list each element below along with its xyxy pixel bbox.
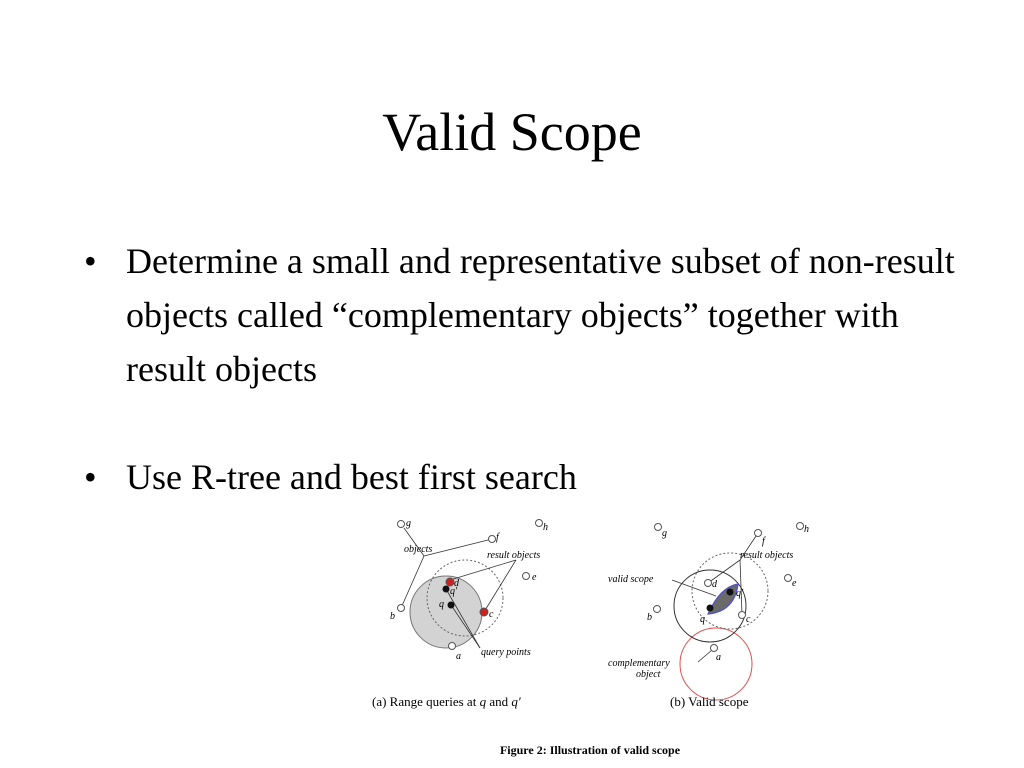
label-object: object [636,669,661,680]
bullet-item: • Determine a small and representative s… [84,234,964,396]
object-point-a [448,642,456,650]
label-result-objects: result objects [740,550,793,561]
query-point-q-prime [726,588,734,596]
object-point-e [522,572,530,580]
object-point-h [535,519,543,527]
label-f: f [496,532,500,543]
panel-a-caption: (a) Range queries at q and q′ [372,694,521,709]
leader-line [671,579,717,597]
object-point-g [397,520,405,528]
object-point-b [653,605,661,613]
bullet-text: Use R-tree and best first search [126,457,577,497]
label-q: q [700,614,705,625]
query-point-q [447,601,455,609]
range-circle-q-prime [691,552,769,630]
panel-a: g h f e b a d c q′ q objects result obje… [390,518,548,662]
panel-b-caption: (b) Valid scope [670,694,749,709]
label-result-objects: result objects [487,550,540,561]
object-point-h [796,522,804,530]
leader-line [739,532,759,561]
bullet-text: Determine a small and representative sub… [126,241,955,389]
leader-line [707,559,741,584]
leader-line [483,559,517,613]
leader-line [739,559,743,615]
complementary-circle [679,627,753,701]
label-query-points: query points [481,647,531,658]
label-g: g [662,528,667,539]
object-point-a [710,644,718,652]
label-a: a [716,652,721,663]
leader-line [403,527,425,557]
bullet-list: • Determine a small and representative s… [84,234,964,504]
label-h: h [543,522,548,533]
leader-line [400,555,425,609]
range-circle-q-prime [426,559,504,637]
label-a: a [456,651,461,662]
label-c: c [489,609,494,620]
leader-line [445,588,481,649]
bullet-dot: • [84,457,97,497]
leader-line [423,538,493,557]
object-point-e [784,574,792,582]
label-h: h [804,524,809,535]
object-point-f [488,535,496,543]
label-q-prime: q′ [736,588,744,599]
label-c: c [746,614,751,625]
figure-svg: g h f e b a d c q′ q objects result obje… [372,518,809,757]
result-point-d [445,577,455,587]
figure-caption: Figure 2: Illustration of valid scope [500,743,681,757]
label-q-prime: q′ [450,586,458,597]
leader-line [450,604,481,649]
result-point-c [738,611,746,619]
label-b: b [390,611,395,622]
label-b: b [647,612,652,623]
query-point-q [706,604,714,612]
label-valid-scope: valid scope [608,574,654,585]
label-d: d [712,579,718,590]
label-q: q [439,599,444,610]
leader-line [449,559,517,581]
object-point-g [654,523,662,531]
object-point-b [397,604,405,612]
bullet-dot: • [84,241,97,281]
range-circle-q [673,569,747,643]
label-g: g [406,518,411,529]
label-complementary: complementary [608,658,670,669]
label-objects: objects [404,544,432,555]
leader-line [697,649,713,663]
result-point-d [704,579,712,587]
label-e: e [532,572,537,583]
panel-b: g h f e b a d c q′ q valid scope result … [608,522,809,701]
valid-scope-figure: g h f e b a d c q′ q objects result obje… [344,516,836,768]
result-point-c [479,607,489,617]
label-d: d [454,578,460,589]
label-e: e [792,578,797,589]
slide-title: Valid Scope [382,102,642,162]
label-f: f [762,536,766,547]
bullet-item: • Use R-tree and best first search [84,450,964,504]
object-point-f [754,529,762,537]
query-point-q-prime [442,585,450,593]
